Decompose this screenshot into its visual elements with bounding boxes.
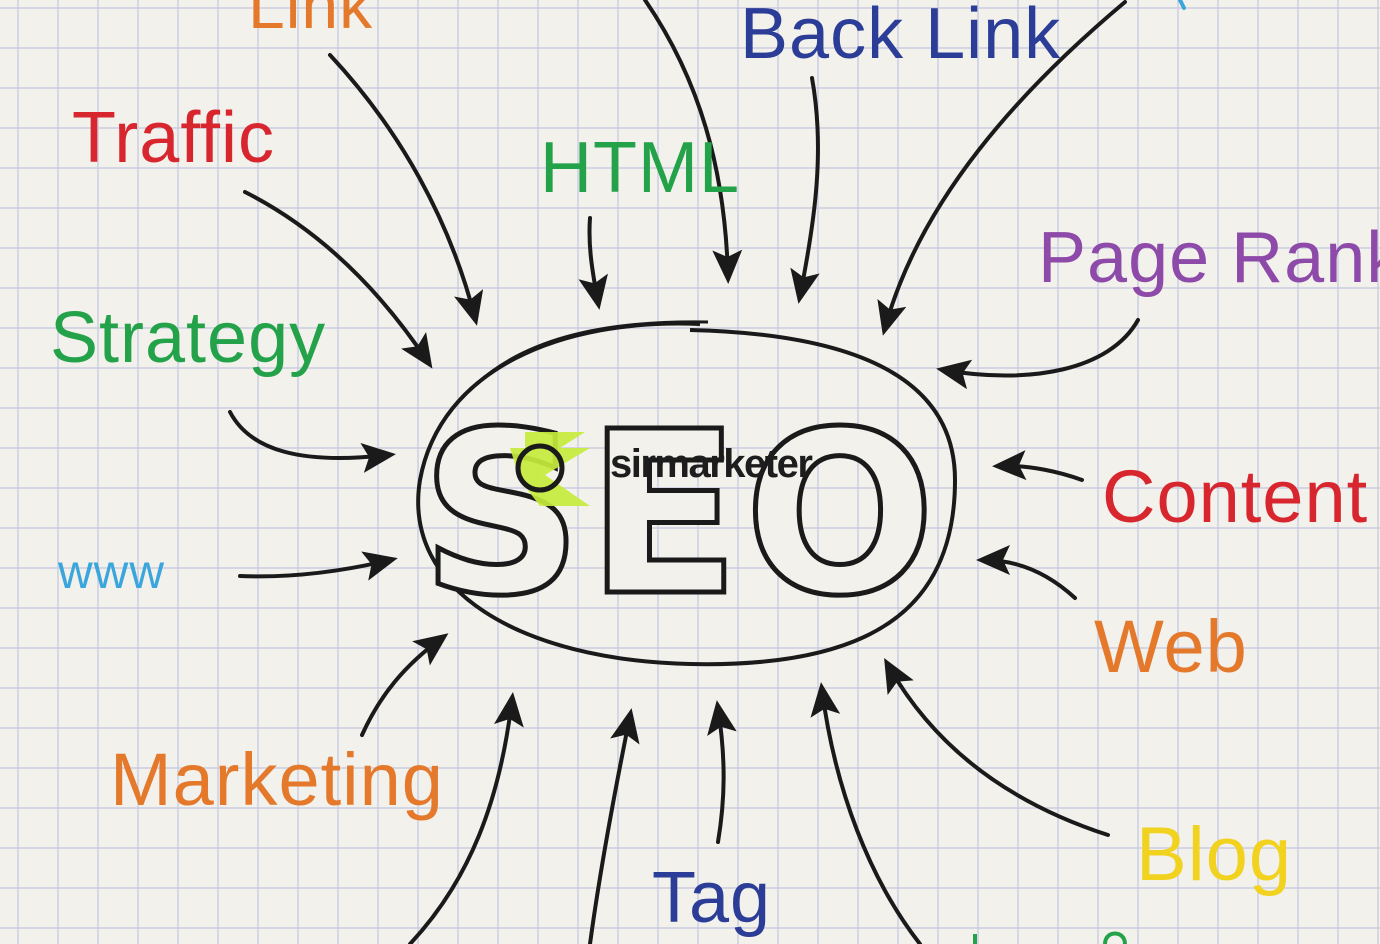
arrow-from-back-link — [790, 76, 820, 304]
arrow-from-html — [578, 216, 608, 310]
arrow-from-content — [992, 450, 1084, 482]
arrow-from-www — [238, 551, 398, 581]
arrows — [228, 0, 1140, 944]
keyword-traffic: Traffic — [72, 98, 275, 178]
arrow-from-bottom-left — [408, 692, 524, 944]
keyword-web: Web — [1094, 605, 1248, 688]
cropped-label-fragments — [973, 0, 1186, 944]
keyword-content: Content — [1102, 455, 1368, 538]
arrow-from-page-rank — [936, 318, 1140, 390]
arrow-from-marketing — [360, 633, 449, 737]
arrow-from-link — [328, 53, 484, 326]
keyword-www: www — [57, 546, 165, 599]
center-ellipse — [416, 320, 958, 667]
keyword-labels: Link Traffic HTML Back Link Page Rank St… — [50, 0, 1380, 938]
keyword-strategy: Strategy — [50, 298, 326, 378]
keyword-tag: Tag — [652, 858, 771, 938]
keyword-back-link: Back Link — [740, 0, 1061, 74]
keyword-link: Link — [248, 0, 373, 42]
seo-title: SEO — [420, 384, 939, 646]
arrow-from-bottom-right — [810, 682, 922, 944]
sirmarketer-watermark-text: sirmarketer — [610, 442, 813, 486]
arrow-from-strategy — [228, 410, 396, 473]
keyword-page-rank: Page Rank — [1038, 218, 1380, 298]
arrow-from-web — [976, 545, 1077, 600]
keyword-blog: Blog — [1136, 812, 1292, 897]
arrow-from-traffic — [243, 190, 433, 369]
arrow-from-bottom-mid — [588, 708, 640, 944]
sirmarketer-logo-icon — [510, 432, 590, 506]
arrow-from-top-left — [643, 0, 743, 284]
arrow-from-top-right — [877, 0, 1127, 336]
arrow-from-blog — [884, 658, 1110, 837]
keyword-html: HTML — [540, 128, 740, 208]
arrow-from-tag — [707, 700, 737, 844]
keyword-marketing: Marketing — [110, 738, 444, 821]
